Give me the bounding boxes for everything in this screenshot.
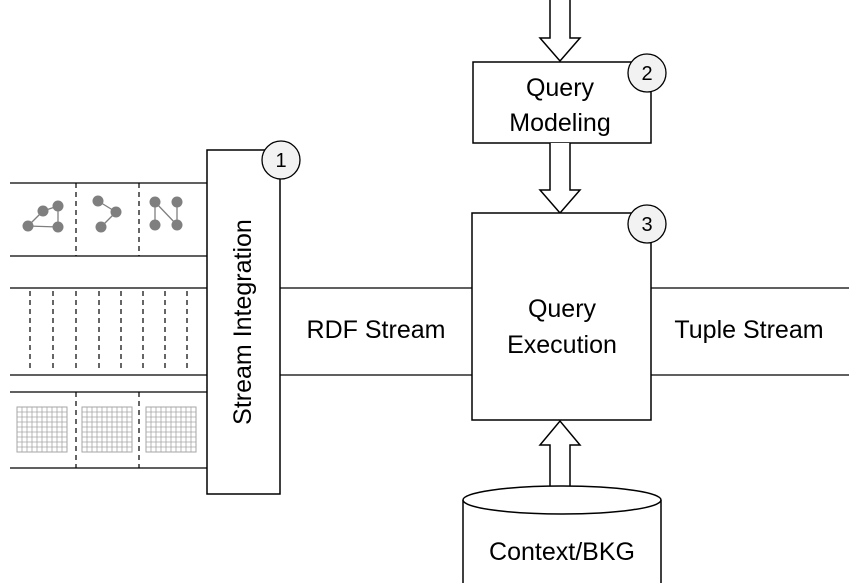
query-modeling-box — [472, 61, 652, 144]
badge-1 — [261, 140, 301, 180]
modeling-to-execution-arrow — [538, 143, 582, 215]
input-streams — [10, 182, 208, 469]
badge-2 — [627, 53, 667, 93]
badge-2-label: 2 — [641, 63, 652, 85]
badge-1-label: 1 — [275, 150, 286, 172]
query-modeling-label-line1: Query — [526, 74, 595, 102]
badge-3-label: 3 — [641, 214, 652, 236]
graph-snippet-2 — [92, 195, 122, 233]
stream-integration-box — [206, 149, 281, 495]
query-execution-label-line2: Execution — [507, 331, 617, 359]
tuple-stream-label: Tuple Stream — [674, 316, 823, 344]
query-execution-label-line1: Query — [528, 295, 597, 323]
graph-stream-separators — [75, 183, 140, 256]
context-label: Context/BKG — [489, 538, 635, 566]
query-modeling-label-line2: Modeling — [509, 109, 610, 137]
query-input-arrow — [538, 0, 582, 63]
stream-integration-label: Stream Integration — [229, 219, 257, 425]
table-grids — [16, 406, 197, 453]
context-database — [462, 485, 662, 583]
rdf-stream-lines — [280, 287, 472, 376]
table-grid-icon — [16, 406, 68, 453]
event-stream-ticks — [29, 291, 188, 372]
query-execution-box — [471, 212, 652, 421]
rdf-stream-label: RDF Stream — [307, 316, 446, 344]
badge-3 — [627, 204, 667, 244]
tuple-stream-lines — [651, 287, 849, 376]
context-to-execution-arrow — [538, 419, 582, 493]
table-stream-separators — [75, 392, 140, 468]
table-grid-icon — [145, 406, 197, 453]
graph-snippet-1 — [22, 200, 64, 233]
graph-snippet-3 — [149, 196, 183, 231]
table-grid-icon — [81, 406, 133, 453]
